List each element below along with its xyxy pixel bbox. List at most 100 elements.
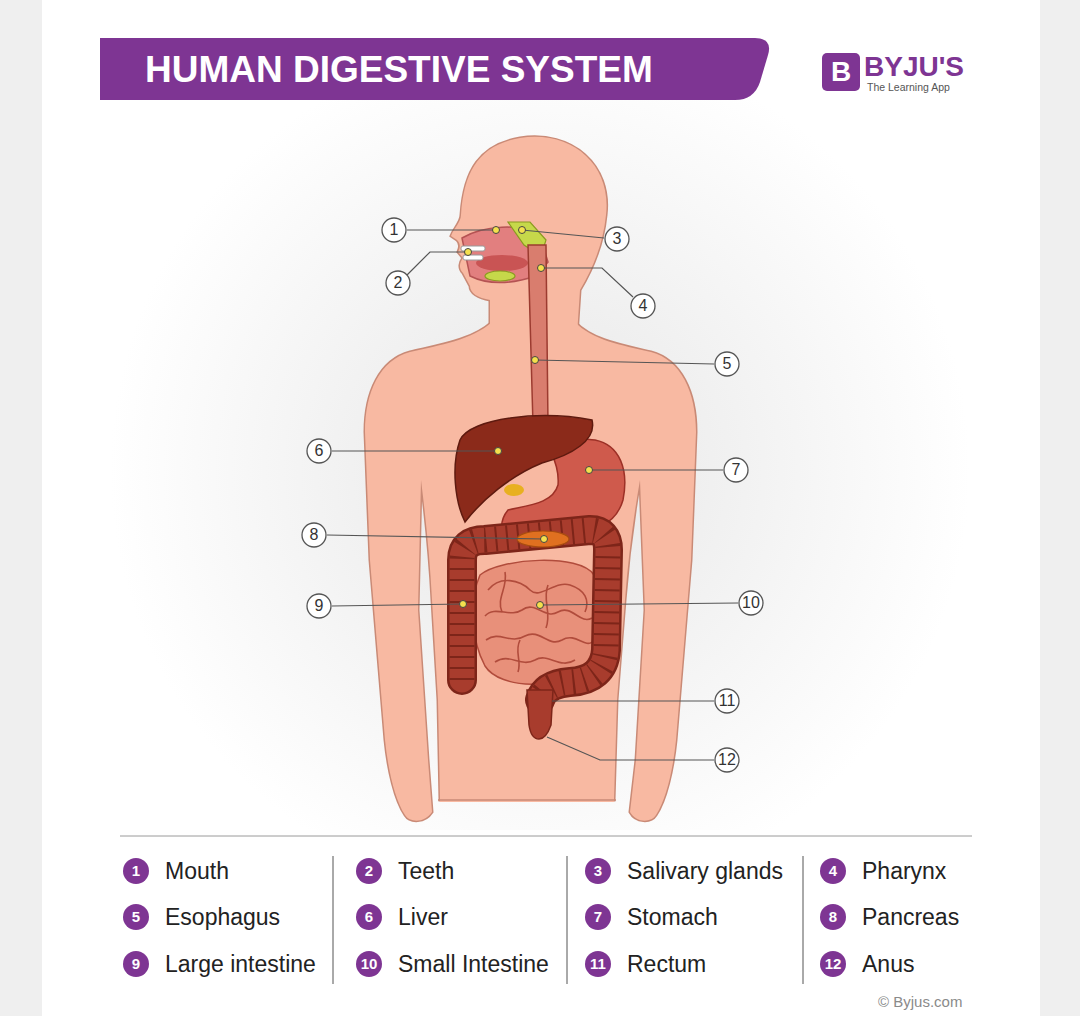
legend-number: 7 (585, 904, 611, 930)
figure-ground (100, 100, 980, 830)
callout-circle (715, 352, 739, 376)
legend-badge (123, 858, 149, 884)
coil (488, 581, 587, 612)
legend-text: Liver (398, 902, 448, 932)
leader-line (589, 469, 723, 470)
title-banner (100, 38, 769, 100)
legend-text: Esophagus (165, 902, 280, 932)
logo-square (822, 53, 860, 91)
leader-line (540, 603, 738, 605)
small-intestine-coils (485, 572, 592, 672)
callout-number: 11 (715, 690, 739, 712)
callout-number: 2 (386, 272, 410, 294)
copyright-note: © Byjus.com (878, 992, 962, 1012)
legend-badge (356, 904, 382, 930)
callout-circle (724, 458, 748, 482)
callout-circle (605, 227, 629, 251)
white-card (42, 0, 1040, 1016)
legend-text: Rectum (627, 949, 706, 979)
leader-dot (460, 601, 467, 608)
rectum-shape (527, 690, 553, 739)
leader-dot (532, 357, 539, 364)
legend-number: 4 (820, 858, 846, 884)
callout-circle (715, 748, 739, 772)
leader-dot (541, 536, 548, 543)
legend-number: 5 (123, 904, 149, 930)
legend-badge (356, 858, 382, 884)
callout-number: 1 (382, 219, 406, 241)
brand-tagline: The Learning App (867, 81, 950, 94)
legend-number: 1 (123, 858, 149, 884)
leader-dot (493, 227, 500, 234)
legend-separator (567, 856, 568, 984)
legend-separator (803, 856, 804, 984)
leader-line (332, 604, 463, 606)
colon-haustra (462, 530, 608, 700)
legend-text: Anus (862, 949, 914, 979)
torso-fill (365, 322, 696, 821)
callout-number: 10 (739, 592, 763, 614)
legend-number: 12 (820, 951, 846, 977)
leader-dot (538, 265, 545, 272)
leader-line (332, 450, 498, 451)
coil (500, 572, 505, 612)
coil (518, 640, 520, 672)
legend-separator (333, 856, 334, 984)
coil (486, 634, 592, 643)
callout-circle (631, 294, 655, 318)
legend-badge (820, 951, 846, 977)
leader-line (407, 252, 468, 275)
legend-number: 9 (123, 951, 149, 977)
callout-number: 6 (307, 440, 331, 462)
leader-line (327, 535, 544, 539)
legend-text: Salivary glands (627, 856, 783, 886)
legend-badge (585, 858, 611, 884)
callout-number: 5 (715, 353, 739, 375)
leader-lines (327, 230, 738, 760)
gallbladder (504, 484, 524, 496)
callout-number: 8 (302, 524, 326, 546)
submandibular-gland (485, 271, 515, 281)
leader-line (407, 229, 496, 230)
callout-number: 7 (724, 459, 748, 481)
body-outline (365, 137, 696, 821)
leader-line (547, 737, 714, 760)
legend-badge (356, 951, 382, 977)
lower-teeth (463, 255, 483, 260)
legend-text: Small Intestine (398, 949, 549, 979)
body-fill (365, 137, 696, 821)
head-outline (451, 137, 607, 335)
tongue (476, 255, 528, 271)
legend-rule (120, 836, 972, 837)
callout-circle (715, 689, 739, 713)
callout-circle (307, 439, 331, 463)
legend-badge (585, 951, 611, 977)
leader-line (535, 360, 714, 364)
colon-body (462, 530, 608, 700)
callout-circle (386, 271, 410, 295)
legend-badge (585, 904, 611, 930)
legend-number: 6 (356, 904, 382, 930)
leader-line (522, 230, 604, 238)
callout-circle (302, 523, 326, 547)
callout-circles (302, 218, 763, 772)
head-fill (451, 137, 607, 335)
legend-text: Teeth (398, 856, 454, 886)
leader-dot (495, 448, 502, 455)
leader-line (552, 700, 714, 701)
logo-letter: B (822, 53, 860, 91)
callout-number: 4 (631, 295, 655, 317)
leader-dot (465, 249, 472, 256)
legend-separators (333, 856, 803, 984)
legend-number: 10 (356, 951, 382, 977)
legend-badge (123, 904, 149, 930)
callout-number: 12 (715, 749, 739, 771)
legend-text: Mouth (165, 856, 229, 886)
legend-number: 3 (585, 858, 611, 884)
leader-dot (586, 467, 593, 474)
legend-number: 2 (356, 858, 382, 884)
coil (495, 658, 575, 663)
legend-badge (123, 951, 149, 977)
large-intestine (462, 530, 608, 700)
legend-text: Large intestine (165, 949, 316, 979)
